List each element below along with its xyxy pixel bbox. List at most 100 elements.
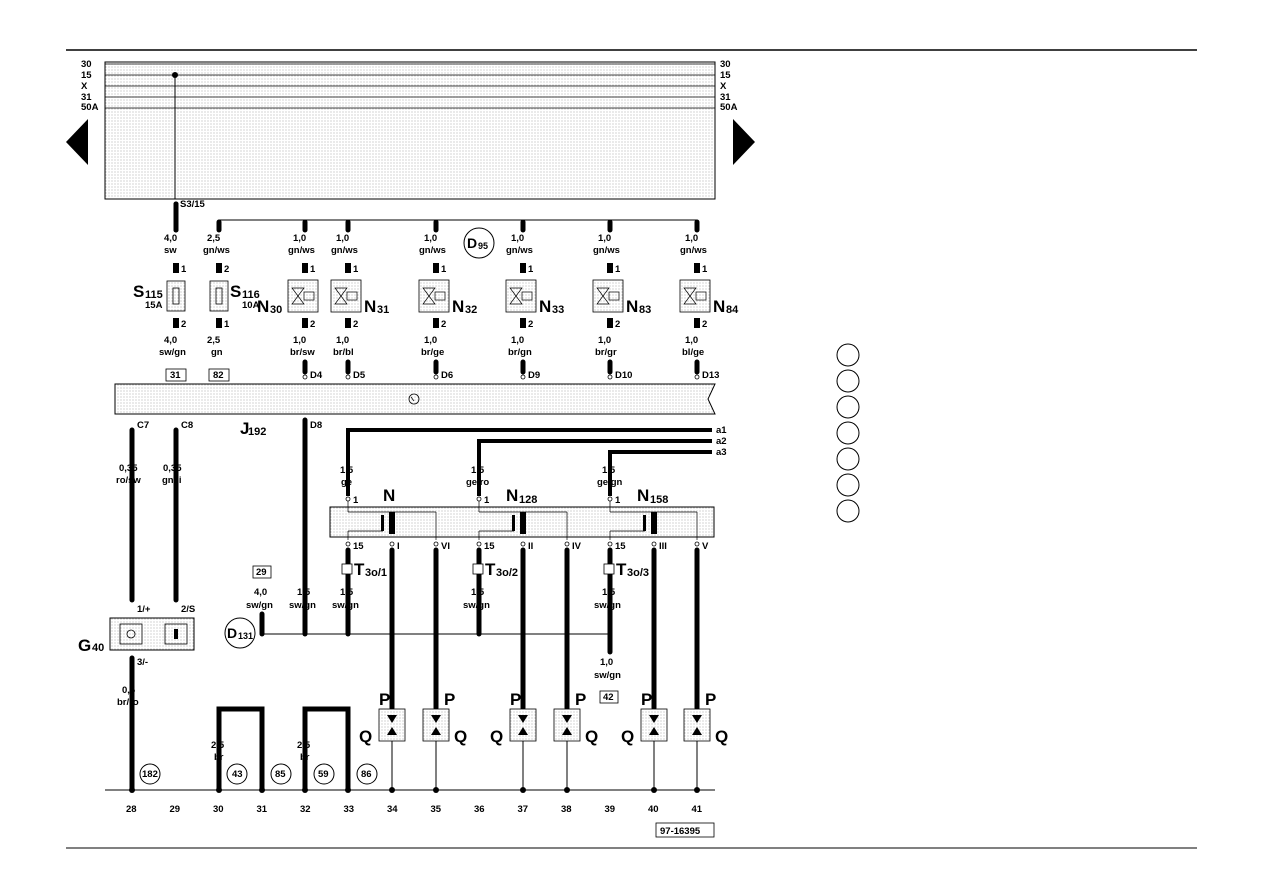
valve-body bbox=[505, 279, 537, 313]
fuse-top-size: 2,5 bbox=[207, 233, 221, 244]
diagram-id-box bbox=[655, 822, 715, 838]
valve-top-size: 1,0 bbox=[293, 233, 306, 244]
next-page-arrow-icon[interactable] bbox=[733, 119, 755, 165]
wire-c8-size: 0,35 bbox=[163, 463, 182, 474]
rail-label-50a-right: 50A bbox=[720, 102, 738, 113]
connector-lock-icon bbox=[603, 563, 615, 575]
connector-lock-icon bbox=[472, 563, 484, 575]
column-number-40: 40 bbox=[648, 804, 659, 815]
rail-ground-dot bbox=[259, 787, 265, 793]
ref-59: 59 bbox=[318, 769, 329, 780]
connector-lock-icon bbox=[341, 563, 353, 575]
fuse-bottom-size: 2,5 bbox=[207, 335, 221, 346]
pin-marker bbox=[345, 318, 351, 328]
rail-label-31-left: 31 bbox=[81, 92, 92, 103]
ref-circle-85 bbox=[270, 763, 292, 785]
pin-marker bbox=[173, 263, 179, 273]
coil-secondary-b: VI bbox=[441, 541, 450, 552]
legend-circle bbox=[836, 343, 860, 367]
pin-marker bbox=[433, 318, 439, 328]
fuse-sub: 115 bbox=[145, 289, 163, 301]
valve-pin-bottom: 2 bbox=[353, 319, 358, 330]
valve-pin-top: 1 bbox=[702, 264, 708, 275]
coil-core bbox=[520, 512, 526, 534]
coil-name: N bbox=[637, 486, 649, 505]
coil-secondary-a: III bbox=[659, 541, 667, 552]
coil-secondary-a: II bbox=[528, 541, 533, 552]
valve-pin-top: 1 bbox=[310, 264, 316, 275]
wire-c7-color: ro/sw bbox=[116, 475, 141, 486]
valve-top-size: 1,0 bbox=[685, 233, 698, 244]
rail-label-50a-left: 50A bbox=[81, 102, 99, 113]
connector-d131-sub: 131 bbox=[238, 631, 253, 641]
valve-top-color: gn/ws bbox=[680, 245, 707, 256]
rail-ground-dot bbox=[302, 787, 308, 793]
previous-page-arrow-icon[interactable] bbox=[66, 119, 88, 165]
coil-out-color: sw/gn bbox=[463, 600, 490, 611]
ecu-term-c7: C7 bbox=[137, 420, 149, 431]
pin-marker bbox=[302, 263, 308, 273]
ground-symbol-icon bbox=[408, 393, 420, 405]
valve-terminal: D9 bbox=[528, 370, 540, 381]
fuse-top-color: gn/ws bbox=[203, 245, 230, 256]
valve-top-size: 1,0 bbox=[424, 233, 437, 244]
legend-circle bbox=[836, 421, 860, 445]
coil-connector-sub: 3o/1 bbox=[365, 567, 387, 579]
valve-pin-top: 1 bbox=[353, 264, 359, 275]
g40-name: G bbox=[78, 636, 91, 655]
ground-b-color: br bbox=[300, 752, 310, 763]
coil-sub: 128 bbox=[519, 494, 537, 506]
valve-top-size: 1,0 bbox=[511, 233, 524, 244]
plug-label-p: P bbox=[705, 690, 716, 709]
plug-label-q: Q bbox=[359, 727, 372, 746]
column-number-29: 29 bbox=[170, 804, 181, 815]
spark-plug-body bbox=[378, 708, 406, 742]
g40-pin-2: 2/S bbox=[181, 604, 195, 615]
pin-marker bbox=[173, 318, 179, 328]
g40-ground-color: br/ro bbox=[117, 697, 139, 708]
valve-bottom-size: 1,0 bbox=[293, 335, 306, 346]
pin-marker bbox=[694, 263, 700, 273]
pin-marker bbox=[302, 318, 308, 328]
column-number-41: 41 bbox=[692, 804, 703, 815]
valve-top-color: gn/ws bbox=[288, 245, 315, 256]
valve-sub: 30 bbox=[270, 304, 282, 316]
ground-a-color: br bbox=[214, 752, 224, 763]
ref-box-42 bbox=[599, 690, 619, 704]
d8-wire-color: sw/gn bbox=[289, 600, 316, 611]
control-unit-j192 bbox=[114, 383, 716, 415]
coil-connector-sub: 3o/3 bbox=[627, 567, 649, 579]
valve-sub: 33 bbox=[552, 304, 564, 316]
pin-marker bbox=[520, 263, 526, 273]
spark-plug-body bbox=[683, 708, 711, 742]
rail-labels-left: 30 15 X 31 50A bbox=[81, 59, 99, 113]
plug-label-p: P bbox=[575, 690, 586, 709]
rail-label-15-right: 15 bbox=[720, 70, 731, 81]
ref-circle-86 bbox=[356, 763, 378, 785]
spark-plug-body bbox=[422, 708, 450, 742]
legend-circle bbox=[836, 499, 860, 523]
plug-label-q: Q bbox=[715, 727, 728, 746]
spark-gap-icon bbox=[431, 715, 441, 723]
fuse-bottom-color: sw/gn bbox=[159, 347, 186, 358]
column-number-39: 39 bbox=[605, 804, 616, 815]
valve-pin-top: 1 bbox=[528, 264, 534, 275]
valve-bottom-size: 1,0 bbox=[685, 335, 698, 346]
output-a2: a2 bbox=[716, 436, 727, 447]
spark-gap-icon bbox=[518, 715, 528, 723]
valve-name: N bbox=[452, 297, 464, 316]
valve-pin-top: 1 bbox=[615, 264, 621, 275]
connector-d95-letter: D bbox=[467, 235, 477, 251]
ref-29: 29 bbox=[256, 567, 267, 578]
valve-bottom-color: br/gn bbox=[508, 347, 532, 358]
rail-label-30-left: 30 bbox=[81, 59, 92, 70]
rail-lines bbox=[105, 63, 715, 109]
coil-out-color: sw/gn bbox=[332, 600, 359, 611]
pin-marker bbox=[216, 318, 222, 328]
valve-bottom-color: br/sw bbox=[290, 347, 315, 358]
